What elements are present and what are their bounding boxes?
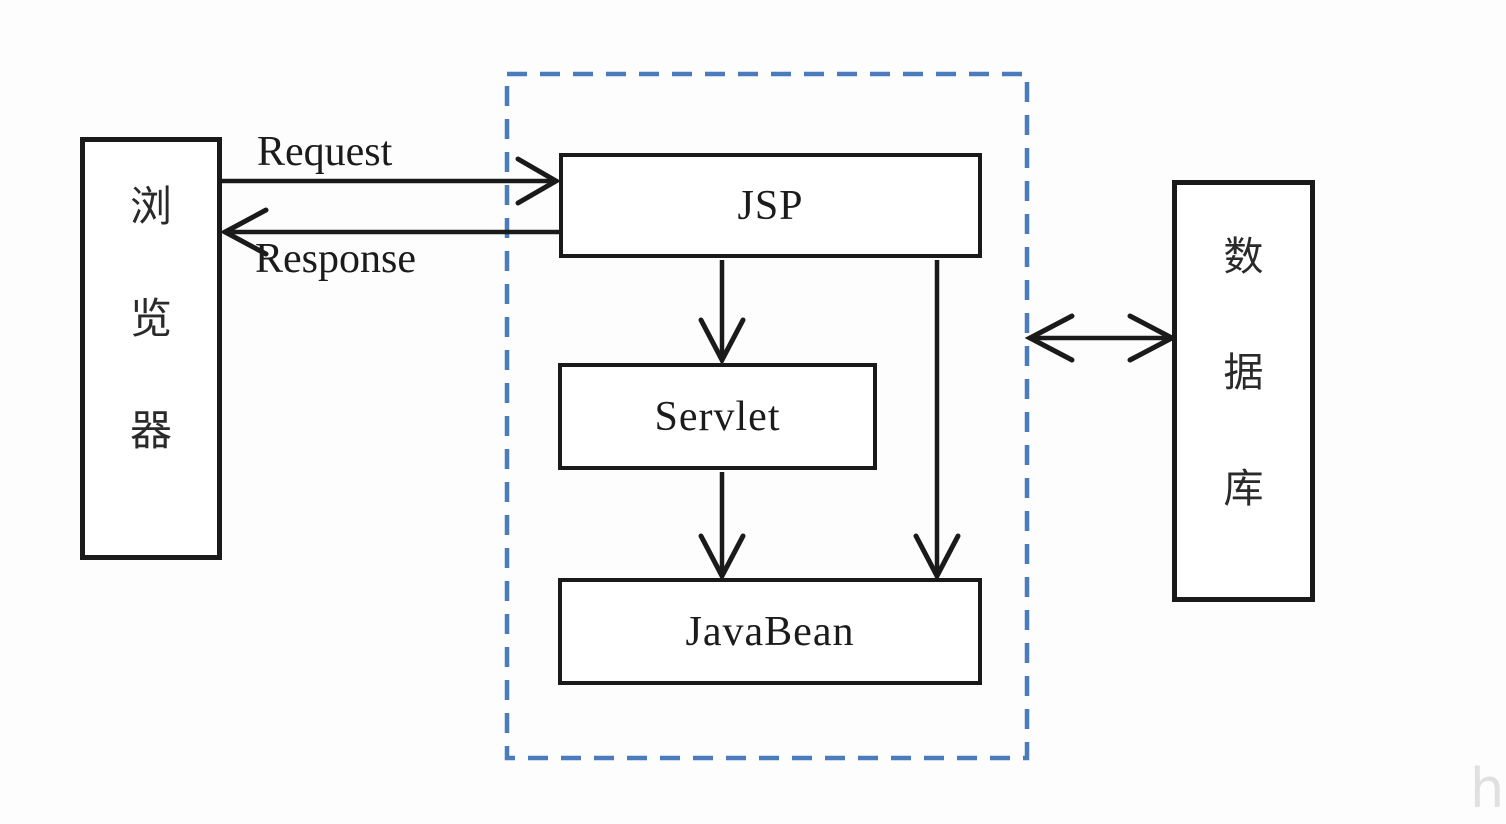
browser-char-2: 览 xyxy=(129,294,172,343)
servlet-label: Servlet xyxy=(654,393,781,440)
javabean-label: JavaBean xyxy=(685,608,855,655)
arrow-jsp-to-servlet xyxy=(698,260,746,366)
browser-node: 浏 览 器 xyxy=(80,137,222,560)
jsp-node: JSP xyxy=(559,153,982,258)
request-arrow xyxy=(222,156,561,206)
jsp-label: JSP xyxy=(737,182,804,229)
watermark-text: h xyxy=(1470,757,1505,820)
browser-char-1: 浏 xyxy=(129,182,172,231)
arrow-servlet-to-javabean xyxy=(698,472,746,582)
database-node: 数 据 库 xyxy=(1172,180,1315,602)
arrow-jsp-to-javabean xyxy=(913,260,961,582)
database-char-3: 库 xyxy=(1223,466,1264,512)
request-label: Request xyxy=(257,129,393,175)
response-arrow xyxy=(219,207,559,257)
database-char-1: 数 xyxy=(1223,234,1264,280)
arrow-container-database-bidirectional xyxy=(1024,313,1178,363)
browser-char-3: 器 xyxy=(129,406,172,455)
web-container-dashed-box xyxy=(504,71,1030,761)
javabean-node: JavaBean xyxy=(558,578,982,685)
database-char-2: 据 xyxy=(1223,350,1264,396)
servlet-node: Servlet xyxy=(558,363,877,470)
response-label: Response xyxy=(255,236,416,282)
